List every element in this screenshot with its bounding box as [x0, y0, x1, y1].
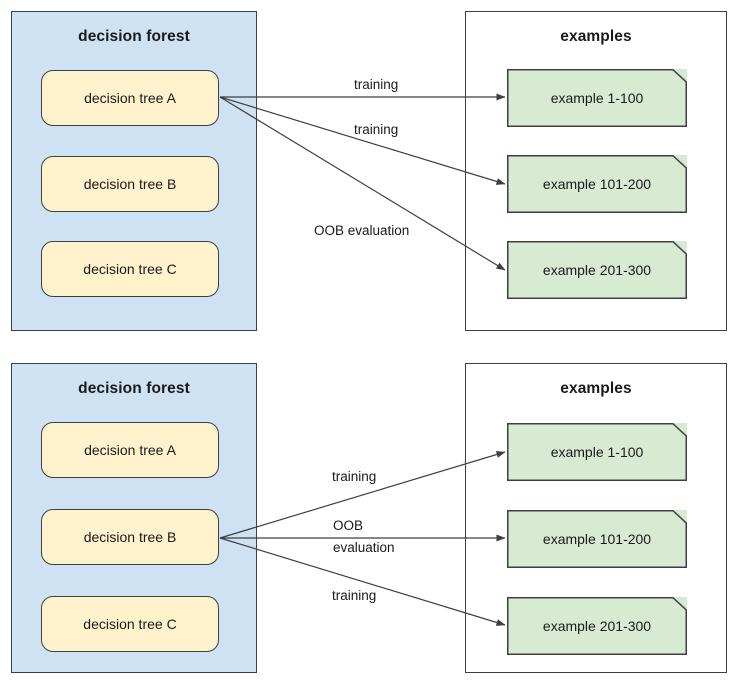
edge-label-bottom-training-2: training — [332, 588, 377, 603]
top-decision-tree-a[interactable]: decision tree A — [41, 70, 219, 126]
example-box-shape — [507, 155, 687, 213]
bottom-decision-tree-a[interactable]: decision tree A — [41, 422, 219, 478]
top-examples-title: examples — [560, 28, 632, 45]
bottom-example-101-200[interactable]: example 101-200 — [507, 510, 687, 568]
bottom-example-201-300-label: example 201-300 — [542, 618, 652, 634]
edge-label-bottom-training-1: training — [332, 469, 377, 484]
example-box-shape — [507, 241, 687, 299]
top-example-1-100-label: example 1-100 — [550, 90, 644, 106]
edge-label-bottom-oob-line2: evaluation — [333, 540, 395, 555]
bottom-example-1-100[interactable]: example 1-100 — [507, 423, 687, 481]
bottom-decision-tree-c-label: decision tree C — [83, 616, 177, 632]
top-example-201-300-label: example 201-300 — [542, 262, 652, 278]
top-example-101-200-label: example 101-200 — [542, 176, 652, 192]
top-decision-tree-b[interactable]: decision tree B — [41, 156, 219, 212]
edge-label-top-oob-evaluation: OOB evaluation — [314, 223, 410, 238]
top-decision-tree-c[interactable]: decision tree C — [41, 241, 219, 297]
bottom-example-101-200-label: example 101-200 — [542, 531, 652, 547]
bottom-decision-tree-a-label: decision tree A — [84, 442, 176, 458]
bottom-decision-tree-c[interactable]: decision tree C — [41, 596, 219, 652]
bottom-example-201-300[interactable]: example 201-300 — [507, 597, 687, 655]
example-box-shape — [507, 597, 687, 655]
top-example-101-200[interactable]: example 101-200 — [507, 155, 687, 213]
bottom-decision-tree-b-label: decision tree B — [83, 529, 177, 545]
top-example-201-300[interactable]: example 201-300 — [507, 241, 687, 299]
top-decision-tree-a-label: decision tree A — [84, 90, 176, 106]
edge-top-training-2 — [219, 96, 506, 185]
bottom-decision-forest-title: decision forest — [78, 380, 190, 397]
example-box-shape — [507, 510, 687, 568]
bottom-examples-title: examples — [560, 380, 632, 397]
top-decision-tree-c-label: decision tree C — [83, 261, 177, 277]
bottom-example-1-100-label: example 1-100 — [550, 444, 644, 460]
example-box-shape — [507, 423, 687, 481]
bottom-decision-tree-b[interactable]: decision tree B — [41, 509, 219, 565]
edge-label-top-training-1: training — [354, 77, 399, 92]
top-decision-tree-b-label: decision tree B — [83, 176, 177, 192]
edge-label-bottom-oob-line1: OOB — [333, 518, 364, 533]
edge-label-top-training-2: training — [354, 122, 399, 137]
top-example-1-100[interactable]: example 1-100 — [507, 69, 687, 127]
example-box-shape — [507, 69, 687, 127]
top-decision-forest-title: decision forest — [78, 28, 190, 45]
